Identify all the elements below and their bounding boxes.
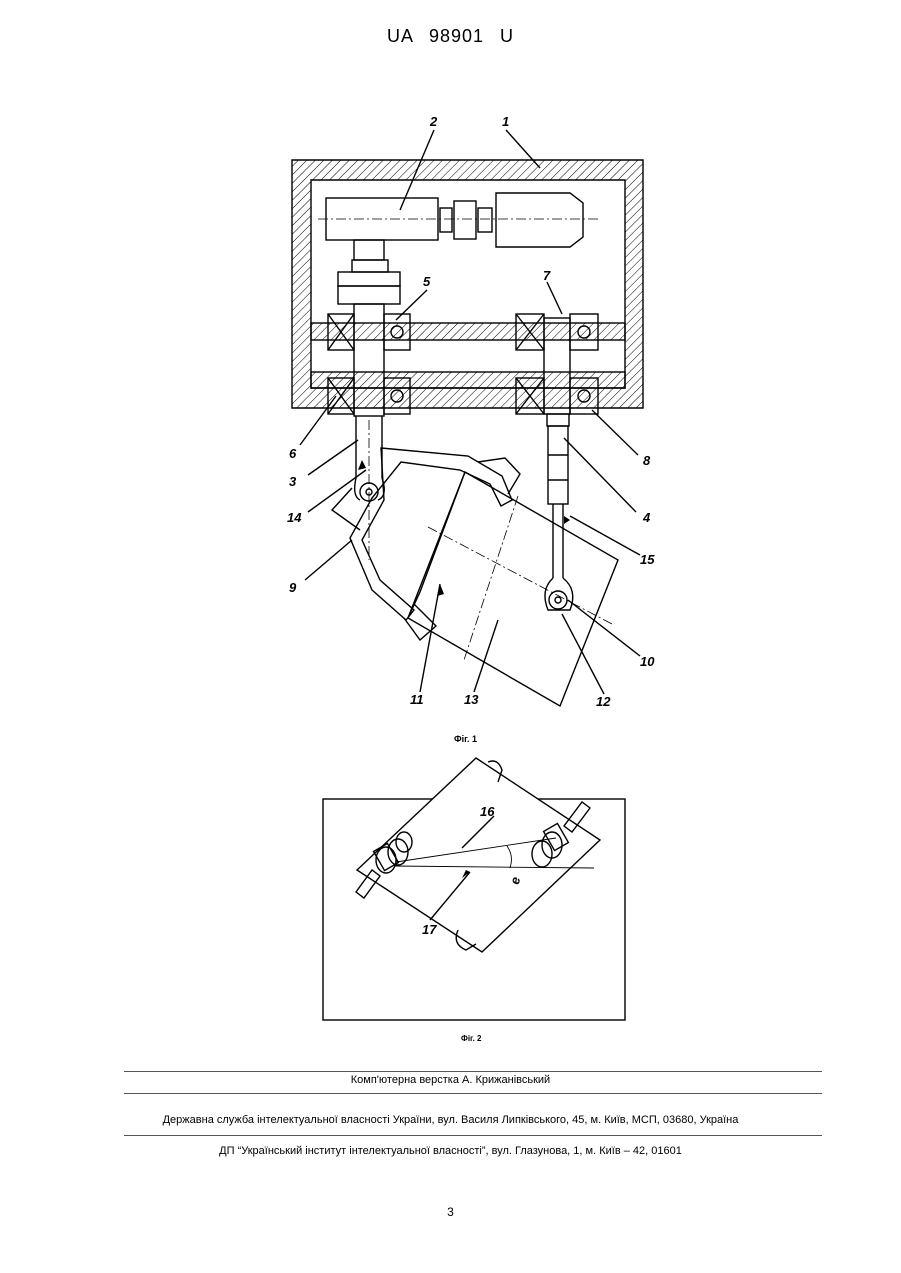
page-number: 3 [0,1205,901,1219]
figure-2-drawing: 16 17 е [0,0,901,1060]
footer-divider-top [124,1071,822,1072]
figure-2-caption: Фіг. 2 [461,1034,481,1043]
publisher-address: Державна служба інтелектуальної власност… [0,1114,901,1126]
fig2-label-16: 16 [480,804,495,819]
institute-address: ДП “Український інститут інтелектуальної… [0,1145,901,1157]
layout-credit: Комп'ютерна верстка А. Крижанівський [0,1074,901,1086]
footer-divider-middle [124,1093,822,1094]
fig2-label-17: 17 [422,922,437,937]
footer-divider-bottom [124,1135,822,1136]
